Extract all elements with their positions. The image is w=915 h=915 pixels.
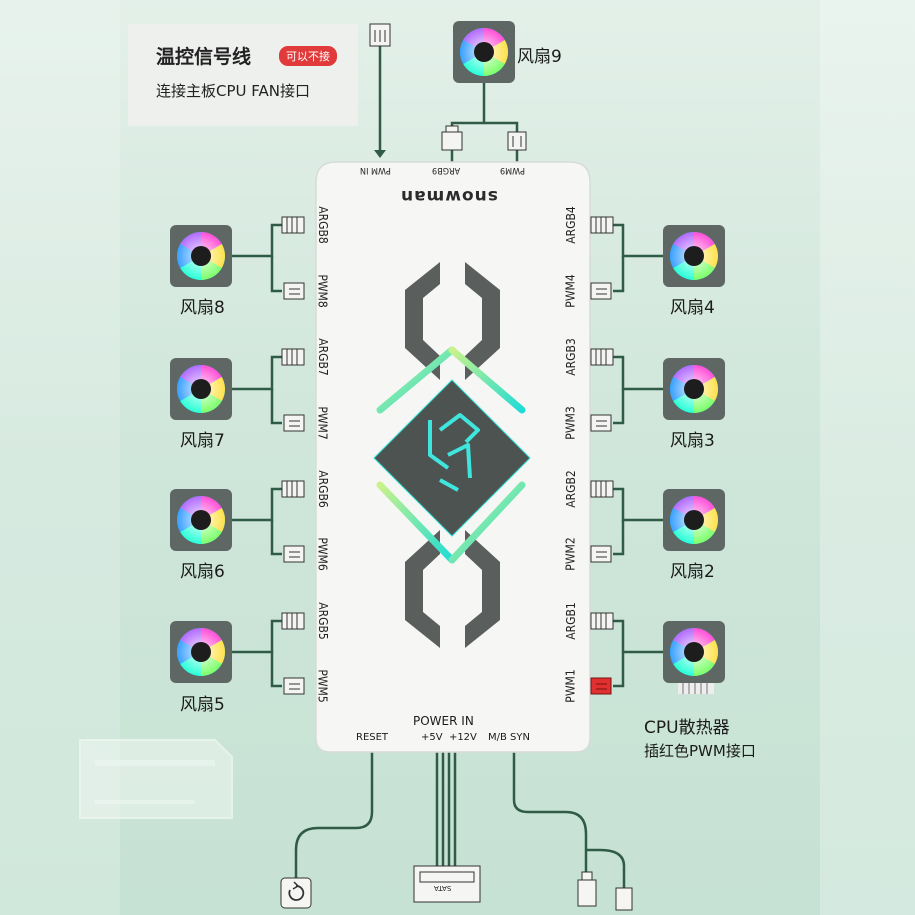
fan6-icon xyxy=(170,489,232,551)
reset-switch-icon xyxy=(280,877,312,909)
port-argb9: ARGB9 xyxy=(432,165,461,175)
hub-brand: snowman xyxy=(400,186,498,206)
port-pwm2: PWM2 xyxy=(563,537,578,571)
fan7-icon xyxy=(170,358,232,420)
fan3-label: 风扇3 xyxy=(670,431,715,451)
port-pwm1: PWM1 xyxy=(563,669,578,703)
fan7-label: 风扇7 xyxy=(180,431,225,451)
port-pwm7: PWM7 xyxy=(315,406,330,440)
port-argb2: ARGB2 xyxy=(563,470,578,508)
fan5-label: 风扇5 xyxy=(180,695,225,715)
pwm-in-plug xyxy=(369,23,391,158)
port-argb7: ARGB7 xyxy=(315,338,330,376)
signal-card-badge: 可以不接 xyxy=(279,46,337,66)
fan9-icon xyxy=(453,21,515,83)
sata-connector-icon xyxy=(413,865,481,903)
port-pwm-in: PWM IN xyxy=(360,165,391,175)
fan6-label: 风扇6 xyxy=(180,562,225,582)
signal-card-subtitle: 连接主板CPU FAN接口 xyxy=(156,82,310,100)
cpu-cooler-fan-icon xyxy=(663,621,725,683)
fan8-icon xyxy=(170,225,232,287)
port-pwm6: PWM6 xyxy=(315,537,330,571)
hub-artwork xyxy=(373,226,531,694)
fan9-plugs xyxy=(441,125,527,151)
fan3-icon xyxy=(663,358,725,420)
port-pwm9: PWM9 xyxy=(500,165,526,175)
reset-label: RESET xyxy=(356,732,389,743)
pwm1-red-plug xyxy=(590,677,612,695)
mb-syn-label: M/B SYN xyxy=(488,732,530,743)
mb-syn-plug-icon xyxy=(577,871,633,911)
signal-card: 温控信号线 可以不接 连接主板CPU FAN接口 xyxy=(128,24,358,126)
fan2-icon xyxy=(663,489,725,551)
port-pwm5: PWM5 xyxy=(315,669,330,703)
port-pwm4: PWM4 xyxy=(563,274,578,308)
port-argb5: ARGB5 xyxy=(315,602,330,640)
decor-panel xyxy=(79,739,233,819)
power-voltage-label: +5V +12V xyxy=(421,732,477,743)
cpu-cooler-title: CPU散热器 xyxy=(644,718,730,738)
port-argb4: ARGB4 xyxy=(563,206,578,244)
port-pwm8: PWM8 xyxy=(315,274,330,308)
fan9-label: 风扇9 xyxy=(517,47,562,67)
cpu-cooler-note: 插红色PWM接口 xyxy=(644,742,756,760)
power-in-label: POWER IN xyxy=(413,714,474,728)
port-argb1: ARGB1 xyxy=(563,602,578,640)
signal-card-title: 温控信号线 xyxy=(156,46,252,68)
port-pwm3: PWM3 xyxy=(563,406,578,440)
port-argb3: ARGB3 xyxy=(563,338,578,376)
port-argb6: ARGB6 xyxy=(315,470,330,508)
right-plugs xyxy=(590,216,614,695)
fan5-icon xyxy=(170,621,232,683)
fan4-label: 风扇4 xyxy=(670,298,715,318)
fan4-icon xyxy=(663,225,725,287)
fan8-label: 风扇8 xyxy=(180,298,225,318)
fan2-label: 风扇2 xyxy=(670,562,715,582)
cables xyxy=(232,46,663,888)
port-argb8: ARGB8 xyxy=(315,206,330,244)
cpu-cooler-fins xyxy=(678,682,714,694)
sata-label: SATA xyxy=(434,884,452,892)
